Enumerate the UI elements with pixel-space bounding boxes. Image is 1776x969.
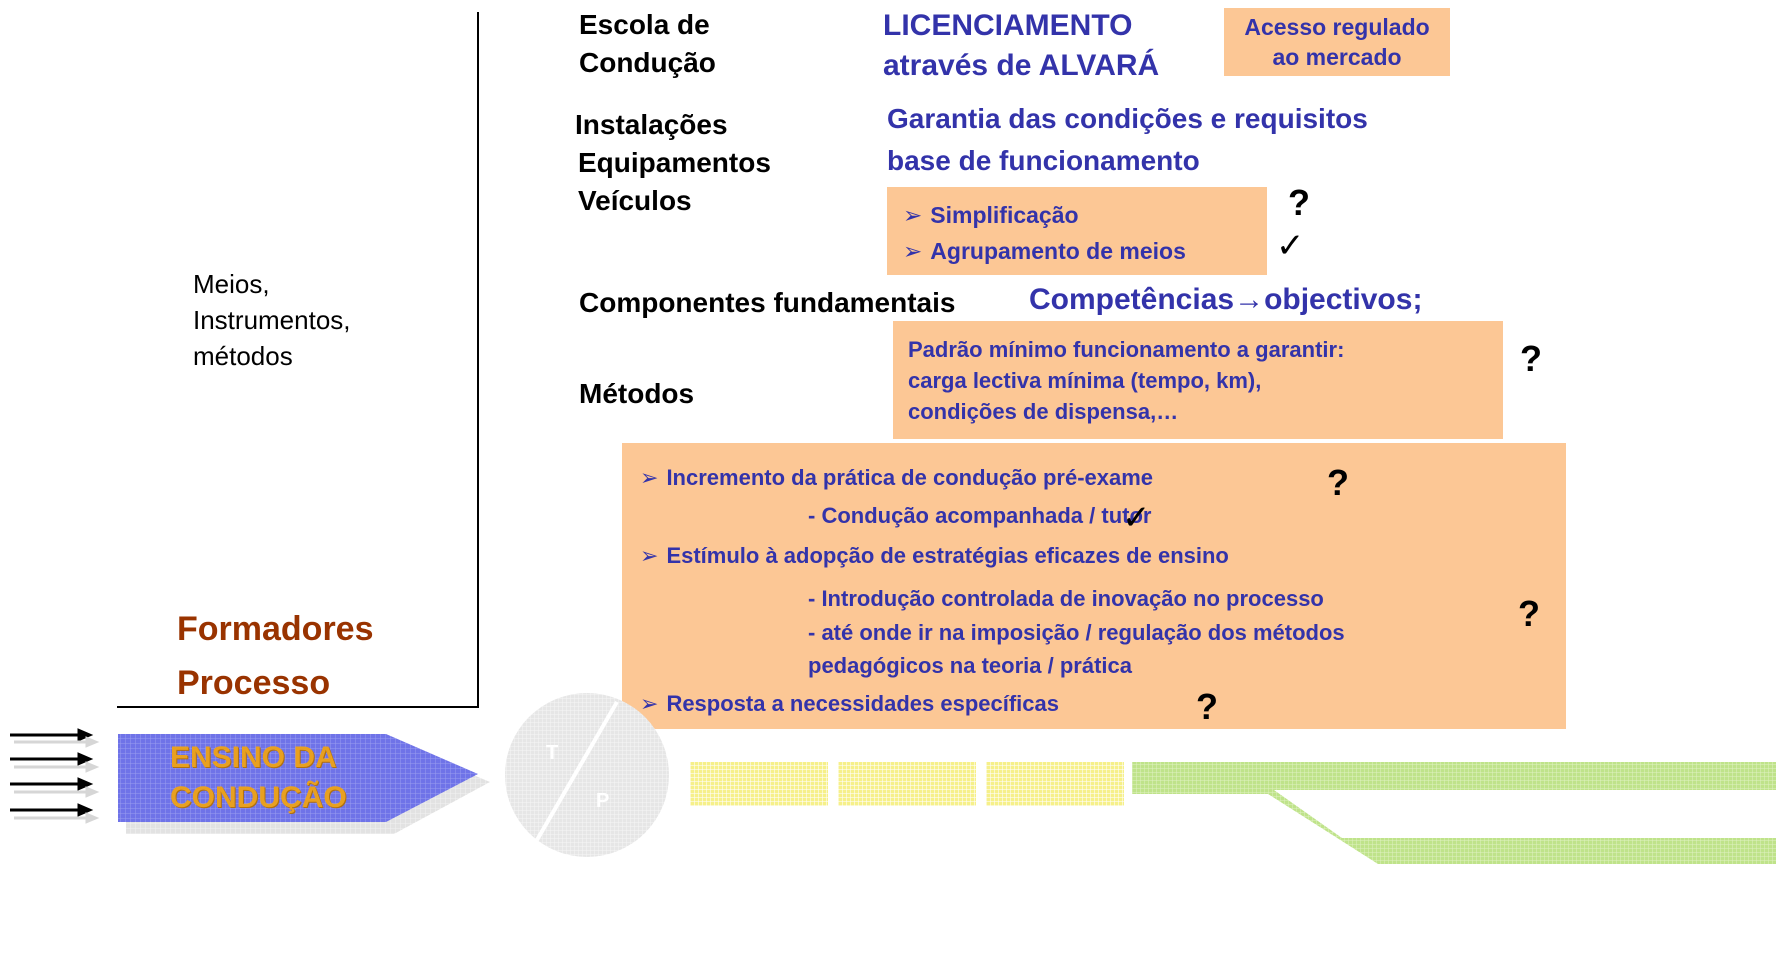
componentes-label: Componentes fundamentais — [579, 287, 956, 318]
question-mark-icon: ? — [1518, 593, 1540, 634]
bullet-arrow-icon: ➢ — [903, 238, 923, 264]
bullet-arrow-icon: ➢ — [903, 202, 923, 228]
green-strip — [1132, 762, 1776, 864]
question-mark-icon: ? — [1288, 182, 1310, 223]
yellow-strip-3 — [986, 762, 1124, 806]
ensino-arrow-shape — [118, 734, 490, 834]
question-mark-icon: ? — [1327, 462, 1349, 503]
simplificacao-box: ➢Simplificação ➢Agrupamento de meios — [887, 187, 1267, 275]
item-introducao: - Introdução controlada de inovação no p… — [808, 586, 1324, 611]
licenciamento-text: LICENCIAMENTO através de ALVARÁ — [883, 9, 1160, 82]
formadores-label: Formadores — [177, 610, 374, 648]
item-pedagogicos: pedagógicos na teoria / prática — [808, 653, 1132, 678]
checkmark-icon: ✓ — [1122, 499, 1151, 537]
simplificacao-item: ➢Simplificação — [903, 197, 1079, 233]
question-mark-icon: ? — [1196, 686, 1218, 727]
meios-text: Meios, Instrumentos, métodos — [193, 269, 351, 371]
resources-list: Instalações Equipamentos Veículos — [575, 109, 771, 216]
competencias-text: Competências→objectivos; — [1029, 283, 1423, 316]
item-estimulo: ➢Estímulo à adopção de estratégias efica… — [640, 543, 1229, 568]
checkmark-icon: ✓ — [1276, 227, 1305, 265]
agrupamento-item: ➢Agrupamento de meios — [903, 233, 1186, 269]
circle-t-label: T — [546, 742, 559, 764]
garantia-text: Garantia das condições e requisitos base… — [887, 103, 1368, 176]
bullet-arrow-icon: ➢ — [640, 543, 659, 568]
question-mark-icon: ? — [1520, 338, 1542, 379]
input-arrows-icon — [10, 728, 100, 824]
acesso-box: Acesso regulado ao mercado — [1224, 8, 1450, 76]
item-conducao-acompanhada: - Condução acompanhada / tutor — [808, 503, 1152, 528]
bottom-divider — [117, 706, 479, 708]
yellow-strip-2 — [838, 762, 976, 806]
bullet-arrow-icon: ➢ — [640, 465, 659, 490]
process-box: ➢Incremento da prática de condução pré-e… — [622, 443, 1566, 729]
circle-p-label: P — [596, 790, 610, 812]
padrao-box: Padrão mínimo funcionamento a garantir: … — [893, 321, 1503, 439]
tp-circle-icon — [505, 693, 669, 857]
processo-label: Processo — [177, 664, 331, 702]
item-resposta: ➢Resposta a necessidades específicas — [640, 691, 1059, 716]
bullet-arrow-icon: ➢ — [640, 691, 659, 716]
metodos-label: Métodos — [579, 378, 695, 409]
item-ate-onde: - até onde ir na imposição / regulação d… — [808, 620, 1345, 645]
ensino-label: ENSINO DA CONDUÇÃO — [170, 741, 347, 814]
escola-label: Escola de Condução — [579, 9, 716, 78]
vertical-divider — [477, 12, 479, 708]
item-incremento: ➢Incremento da prática de condução pré-e… — [640, 465, 1154, 490]
yellow-strip-1 — [690, 762, 828, 806]
